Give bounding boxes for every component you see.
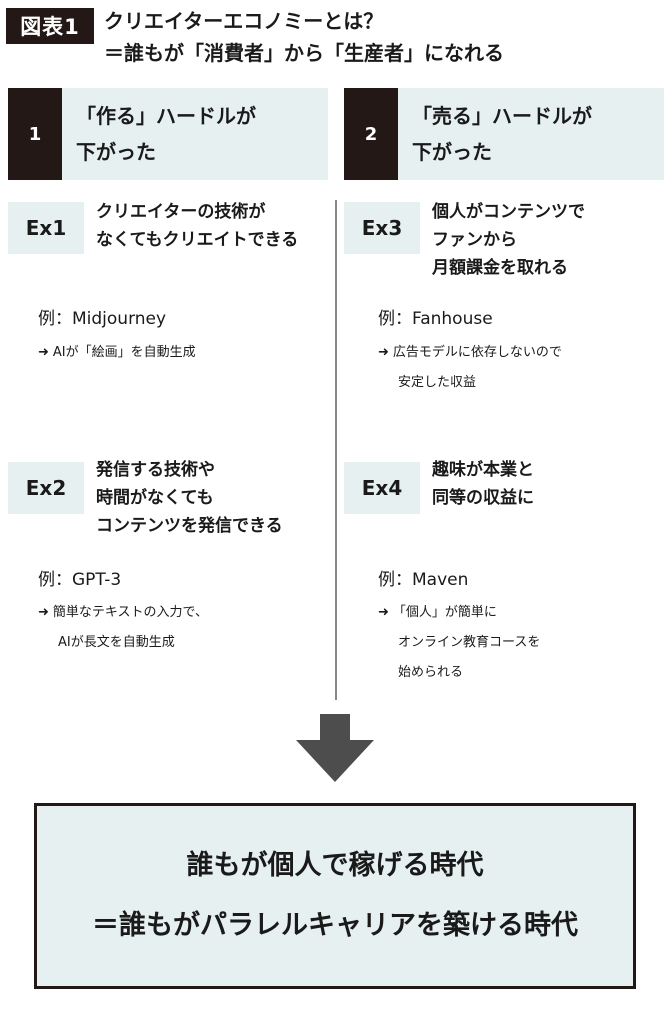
ex2-title-line: 発信する技術や	[96, 460, 215, 480]
ex1-tag: Ex1	[8, 202, 84, 254]
arrow-right-icon: ➜	[38, 345, 49, 360]
column-1-heading-line-1: 「作る」ハードルが	[76, 104, 256, 128]
column-2-number: 2	[344, 88, 398, 180]
conclusion-line-2: ＝誰もがパラレルキャリアを築ける時代	[92, 910, 578, 941]
ex4-title-line: 趣味が本業と	[432, 460, 534, 480]
ex4-example: 例：Maven	[378, 570, 469, 590]
ex3-title-line: 個人がコンテンツで	[432, 202, 585, 222]
ex3-title-line: 月額課金を取れる	[432, 258, 568, 278]
ex2-note-line: AIが長文を自動生成	[58, 635, 175, 650]
arrow-right-icon: ➜	[378, 345, 389, 360]
ex2-tag: Ex2	[8, 462, 84, 514]
arrow-right-icon: ➜	[38, 605, 49, 620]
ex1-note-line: ➜AIが「絵画」を自動生成	[38, 345, 196, 360]
figure-label: 図表1	[6, 8, 94, 44]
ex4-note-line: ➜「個人」が簡単に	[378, 605, 497, 620]
ex3-note-line: 安定した収益	[398, 375, 477, 390]
column-divider	[335, 200, 337, 700]
ex2-title-line: 時間がなくても	[96, 488, 214, 508]
ex4-title-line: 同等の収益に	[432, 488, 534, 508]
ex1-note: ➜AIが「絵画」を自動生成	[38, 338, 196, 368]
column-1-heading: 「作る」ハードルが 下がった	[62, 88, 328, 180]
ex3-title: 個人がコンテンツで ファンから 月額課金を取れる	[432, 198, 585, 282]
ex3-tag: Ex3	[344, 202, 420, 254]
down-arrow-icon	[296, 714, 374, 782]
ex3-title-line: ファンから	[432, 230, 517, 250]
column-1-heading-line-2: 下がった	[76, 140, 156, 164]
ex4-note: ➜「個人」が簡単に オンライン教育コースを 始められる	[378, 598, 540, 688]
ex1-title: クリエイターの技術が なくてもクリエイトできる	[96, 198, 298, 254]
arrow-right-icon: ➜	[378, 605, 389, 620]
ex4-note-line: オンライン教育コースを	[398, 635, 541, 650]
title-line-2: ＝誰もが「消費者」から「生産者」になれる	[104, 41, 504, 65]
ex4-note-line: 始められる	[398, 665, 464, 680]
column-2-heading-line-2: 下がった	[412, 140, 492, 164]
column-2-heading: 「売る」ハードルが 下がった	[398, 88, 664, 180]
column-1-number: 1	[8, 88, 62, 180]
ex2-note-line: ➜簡単なテキストの入力で、	[38, 605, 208, 620]
conclusion-box: 誰もが個人で稼げる時代 ＝誰もがパラレルキャリアを築ける時代	[34, 803, 636, 989]
title-line-1: クリエイターエコノミーとは？	[104, 9, 384, 33]
column-2-heading-line-1: 「売る」ハードルが	[412, 104, 592, 128]
ex3-note-line: ➜広告モデルに依存しないので	[378, 345, 562, 360]
ex1-title-line: なくてもクリエイトできる	[96, 230, 299, 250]
ex2-title-line: コンテンツを発信できる	[96, 516, 283, 536]
ex4-title: 趣味が本業と 同等の収益に	[432, 456, 534, 512]
ex2-title: 発信する技術や 時間がなくても コンテンツを発信できる	[96, 456, 283, 540]
ex2-example: 例：GPT-3	[38, 570, 122, 590]
ex4-tag: Ex4	[344, 462, 420, 514]
ex1-example: 例：Midjourney	[38, 309, 167, 329]
ex2-note: ➜簡単なテキストの入力で、 AIが長文を自動生成	[38, 598, 208, 658]
ex1-title-line: クリエイターの技術が	[96, 202, 266, 222]
conclusion-line-1: 誰もが個人で稼げる時代	[186, 850, 484, 881]
ex3-example: 例：Fanhouse	[378, 309, 493, 329]
ex3-note: ➜広告モデルに依存しないので 安定した収益	[378, 338, 562, 398]
